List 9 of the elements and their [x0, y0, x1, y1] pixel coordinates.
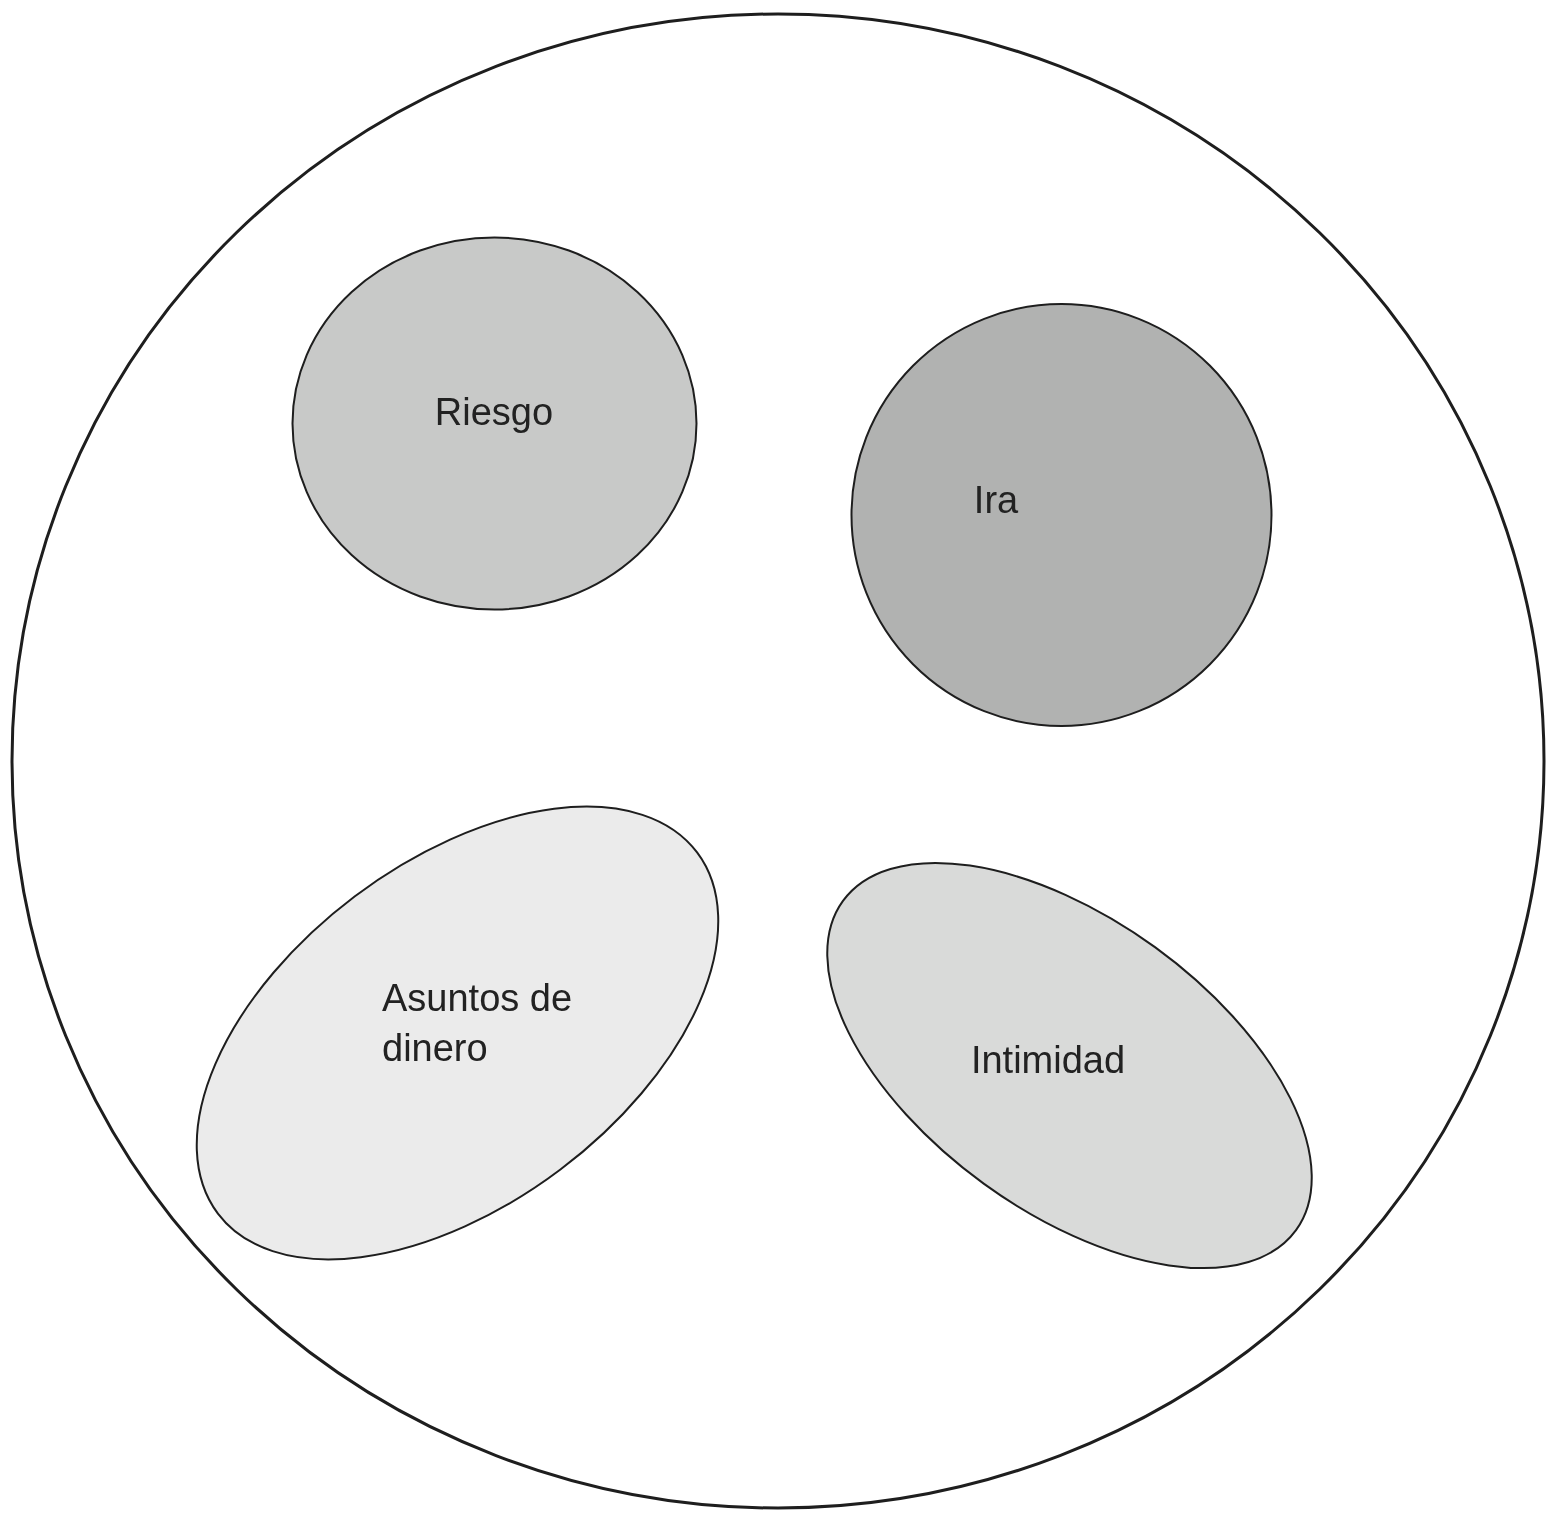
- node-label: Ira: [973, 478, 1019, 523]
- oval-node: [292, 237, 697, 610]
- outer-circle: [10, 12, 1546, 1510]
- oval-node: [827, 863, 1312, 1268]
- oval-node: [851, 303, 1272, 727]
- node-label: Intimidad: [970, 1038, 1126, 1083]
- oval-node: [197, 806, 718, 1260]
- node-label: Asuntos de dinero: [382, 976, 574, 1071]
- node-label: Riesgo: [434, 390, 554, 435]
